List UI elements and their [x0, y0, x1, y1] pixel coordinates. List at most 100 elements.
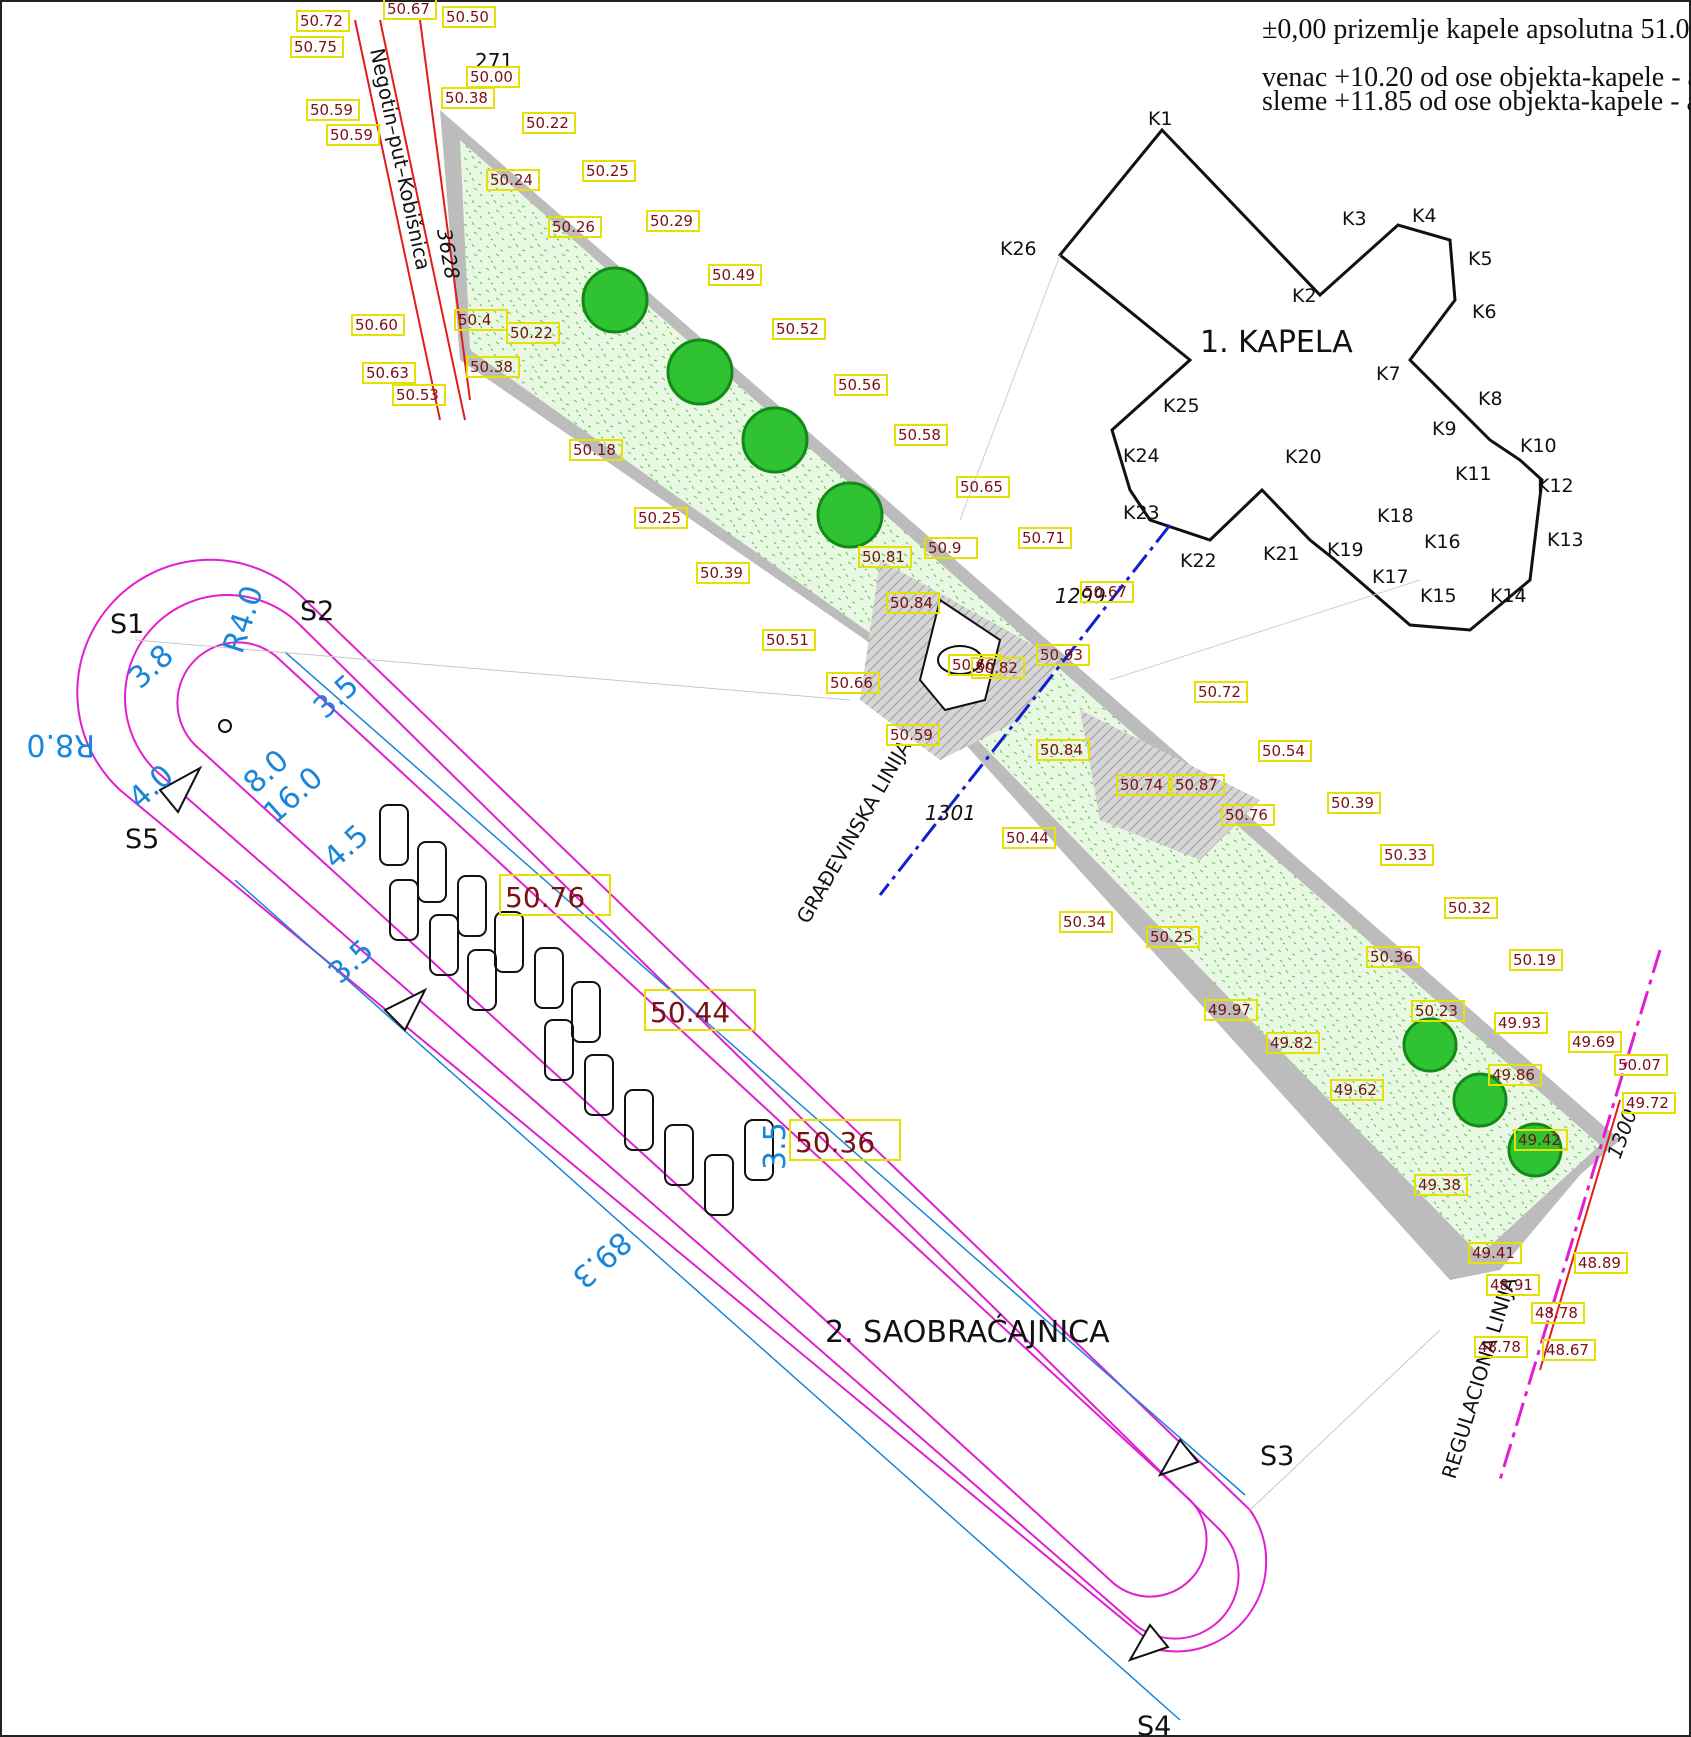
elevation-value: 50.58	[898, 426, 941, 444]
elevation-label: 50.52	[772, 318, 826, 340]
road-dimensions: R4.0 R8.0 8.0 16.0 3.5 4.5 3.5 4.0 3.8 8…	[26, 581, 793, 1294]
elevation-value: 50.32	[1448, 899, 1491, 917]
note-line-2: venac +10.20 od ose objekta-kapele - ap	[1262, 62, 1691, 93]
point-s2: S2	[300, 596, 334, 627]
elevation-label: 50.81	[858, 546, 912, 568]
point-k3: K3	[1342, 208, 1367, 230]
elevation-label: 49.41	[1468, 1242, 1522, 1264]
elevation-value: 50.74	[1120, 776, 1163, 794]
elevation-value: 50.22	[526, 114, 569, 132]
elevation-big: 50.36	[795, 1126, 875, 1159]
dim-4: 4.0	[122, 758, 181, 816]
direction-arrow-icon	[1127, 1623, 1170, 1662]
elevation-value: 50.25	[586, 162, 629, 180]
elevation-label: 50.4	[454, 309, 508, 331]
elevation-value: 49.72	[1626, 1094, 1669, 1112]
elevation-value: 50.66	[830, 674, 873, 692]
elevation-value: 50.26	[552, 218, 595, 236]
big-elevation-labels: 50.76 50.44 50.36	[499, 874, 901, 1161]
elevation-label: 48.78	[1474, 1336, 1528, 1358]
elevation-value: 50.39	[700, 564, 743, 582]
elevation-label: 50.38	[441, 87, 495, 109]
point-k11: K11	[1455, 463, 1492, 485]
dim-4-5: 4.5	[317, 818, 376, 876]
elevation-value: 50.52	[776, 320, 819, 338]
elevation-value: 50.84	[890, 594, 933, 612]
elevation-label: 50.54	[1258, 740, 1312, 762]
elevation-value: 49.42	[1518, 1131, 1561, 1149]
parcel-271-label: 271	[475, 49, 513, 73]
elevation-label: 49.69	[1568, 1031, 1622, 1053]
dim-3-5-right: 3.5	[758, 1122, 793, 1170]
elevation-label: 50.59	[326, 124, 380, 146]
elevation-value: 48.78	[1478, 1338, 1521, 1356]
elevation-label: 50.66	[826, 672, 880, 694]
elevation-value: 50.50	[446, 8, 489, 26]
elevation-value: 50.65	[960, 478, 1003, 496]
elevation-value: 50.25	[1150, 928, 1193, 946]
elevation-value: 50.33	[1384, 846, 1427, 864]
kapela-outline: 1. KAPELA K1 K2 K3 K4 K5 K6 K7 K8 K9 K10…	[959, 108, 1584, 681]
elevation-label: 50.22	[506, 322, 560, 344]
elevation-value: 50.67	[1084, 583, 1127, 601]
direction-arrow-icon	[383, 987, 428, 1032]
point-s1: S1	[110, 609, 144, 640]
elevation-label: 50.25	[582, 160, 636, 182]
elevation-label: 50.82	[971, 657, 1025, 679]
elevation-value: 49.97	[1208, 1001, 1251, 1019]
elevation-label: 48.67	[1542, 1339, 1596, 1361]
elevation-label: 50.49	[708, 264, 762, 286]
elevation-value: 50.24	[490, 171, 533, 189]
elevation-value: 50.84	[1040, 741, 1083, 759]
elevation-value: 50.18	[573, 441, 616, 459]
tree-icon	[1452, 1072, 1508, 1128]
note-line-1: ±0,00 prizemlje kapele apsolutna 51.00	[1262, 14, 1691, 45]
elevation-value: 50.87	[1175, 776, 1218, 794]
elevation-label: 50.25	[1146, 926, 1200, 948]
elevation-label: 49.93	[1494, 1012, 1548, 1034]
dim-3-5-top: 3.5	[307, 668, 366, 726]
elevation-value: 50.49	[712, 266, 755, 284]
point-k10: K10	[1520, 435, 1557, 457]
elevation-value: 48.91	[1490, 1276, 1533, 1294]
elevation-label: 49.86	[1488, 1064, 1542, 1086]
elevation-label: 50.39	[1327, 792, 1381, 814]
elevation-value: 50.71	[1022, 529, 1065, 547]
point-k14: K14	[1490, 585, 1527, 607]
elevation-label: 50.36	[1366, 946, 1420, 968]
elevation-value: 50.81	[862, 548, 905, 566]
elevation-label: 50.59	[306, 99, 360, 121]
point-k16: K16	[1424, 531, 1461, 553]
elevation-value: 50.4	[458, 311, 491, 329]
street-name-label: Negotin–put–Kobišnica	[365, 46, 435, 272]
point-k23: K23	[1123, 502, 1160, 524]
elevation-value: 50.72	[1198, 683, 1241, 701]
elevation-value: 50.66	[952, 656, 995, 674]
elevation-label: 50.63	[362, 362, 416, 384]
elevation-value: 49.93	[1498, 1014, 1541, 1032]
elevation-label: 50.87	[1171, 774, 1225, 796]
point-k17: K17	[1372, 566, 1409, 588]
dim-r8: R8.0	[26, 727, 95, 762]
elevation-value: 50.51	[766, 631, 809, 649]
road-points: S1 S2 S3 S4 S5 2. SAOBRAĆAJNICA	[110, 596, 1294, 1737]
elevation-label: 50.53	[392, 384, 446, 406]
elevation-value: 50.60	[355, 316, 398, 334]
elevation-label: 50.22	[522, 112, 576, 134]
elevation-label: 50.76	[1221, 804, 1275, 826]
elevation-big: 50.76	[505, 881, 585, 914]
elevation-value: 49.82	[1270, 1034, 1313, 1052]
dim-89-3: 89.3	[565, 1224, 638, 1295]
tree-icon	[816, 481, 884, 549]
elevation-value: 49.69	[1572, 1033, 1615, 1051]
elevation-label: 50.18	[569, 439, 623, 461]
elevation-value: 49.62	[1334, 1081, 1377, 1099]
point-k22: K22	[1180, 550, 1217, 572]
elevation-value: 50.34	[1063, 913, 1106, 931]
saobracajnica-title: 2. SAOBRAĆAJNICA	[825, 1313, 1110, 1350]
elevation-value: 50.38	[470, 358, 513, 376]
elevation-value: 50.25	[638, 509, 681, 527]
point-k18: K18	[1377, 505, 1414, 527]
elevation-label: 50.00	[466, 66, 520, 88]
